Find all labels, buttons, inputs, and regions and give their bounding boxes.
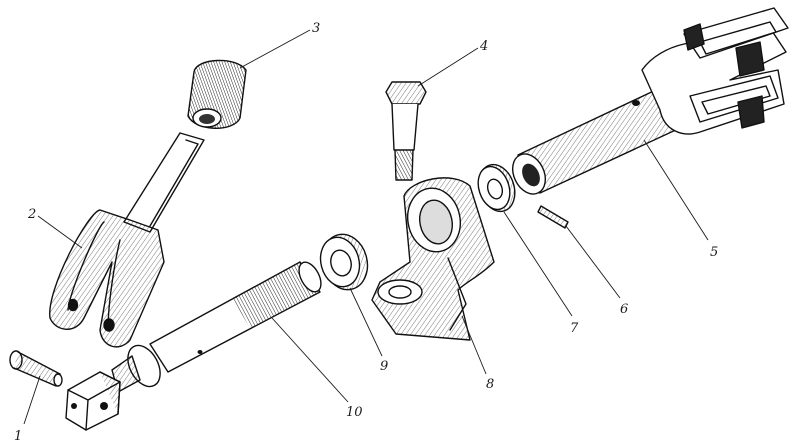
- callout-2: 2: [27, 207, 36, 222]
- leader-5: [643, 139, 709, 241]
- part-10-threaded-rod: [65, 261, 322, 431]
- part-4-bolt: [385, 81, 427, 181]
- leader-8: [461, 315, 487, 375]
- callout-8: 8: [486, 377, 494, 392]
- part-2-lever: [49, 132, 205, 348]
- callout-1: 1: [14, 429, 22, 444]
- leader-3: [239, 29, 311, 69]
- part-1-pin: [9, 350, 63, 387]
- leader-6: [565, 225, 621, 299]
- leader-1: [23, 375, 41, 425]
- leader-lines: [23, 29, 709, 425]
- leader-10: [271, 317, 349, 403]
- part-5-tube-clevis: [511, 7, 789, 195]
- callout-labels: 1 2 3 4 5 6 7 8 9 10: [14, 21, 718, 444]
- leader-2: [37, 215, 83, 249]
- callout-9: 9: [380, 359, 388, 374]
- callout-7: 7: [570, 321, 579, 336]
- callout-4: 4: [479, 39, 488, 54]
- part-6-split-pin: [537, 205, 569, 229]
- callout-3: 3: [312, 21, 320, 36]
- part-3-knob: [187, 59, 247, 129]
- callout-5: 5: [710, 245, 718, 260]
- part-7-ring: [477, 163, 516, 213]
- leader-7: [503, 211, 573, 317]
- part-8-bracket: [371, 177, 495, 341]
- callout-6: 6: [620, 302, 628, 317]
- leader-4: [417, 47, 479, 87]
- callout-10: 10: [346, 405, 363, 420]
- leader-9: [349, 287, 383, 357]
- part-9-washer: [319, 233, 369, 291]
